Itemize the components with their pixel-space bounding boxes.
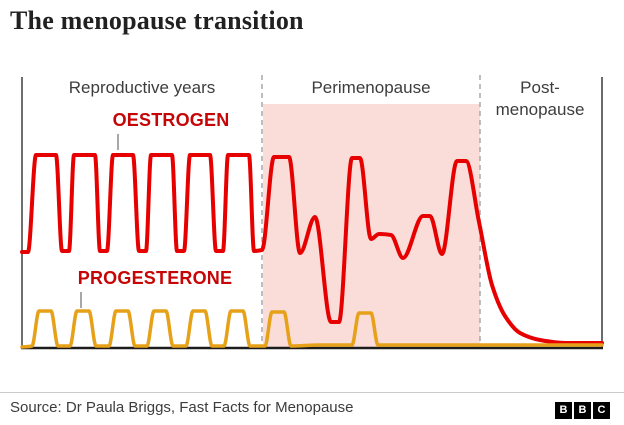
perimenopause-shaded-region <box>263 104 480 348</box>
phase-label-post-menopause: Post-menopause <box>495 78 585 119</box>
progesterone-label: PROGESTERONE <box>77 268 233 288</box>
phase-label-reproductive-years: Reproductive years <box>68 78 216 97</box>
footer-divider <box>0 392 624 393</box>
oestrogen-label: OESTROGEN <box>112 110 230 130</box>
bbc-logo-letter-b2: B <box>574 402 591 419</box>
bbc-logo: B B C <box>555 402 610 419</box>
oestrogen-curve <box>20 153 604 345</box>
page-title: The menopause transition <box>10 6 304 35</box>
bbc-logo-letter-b1: B <box>555 402 572 419</box>
phase-label-perimenopause: Perimenopause <box>311 78 431 97</box>
progesterone-curve <box>20 309 604 349</box>
source-text: Source: Dr Paula Briggs, Fast Facts for … <box>10 399 354 416</box>
bbc-logo-letter-c: C <box>593 402 610 419</box>
